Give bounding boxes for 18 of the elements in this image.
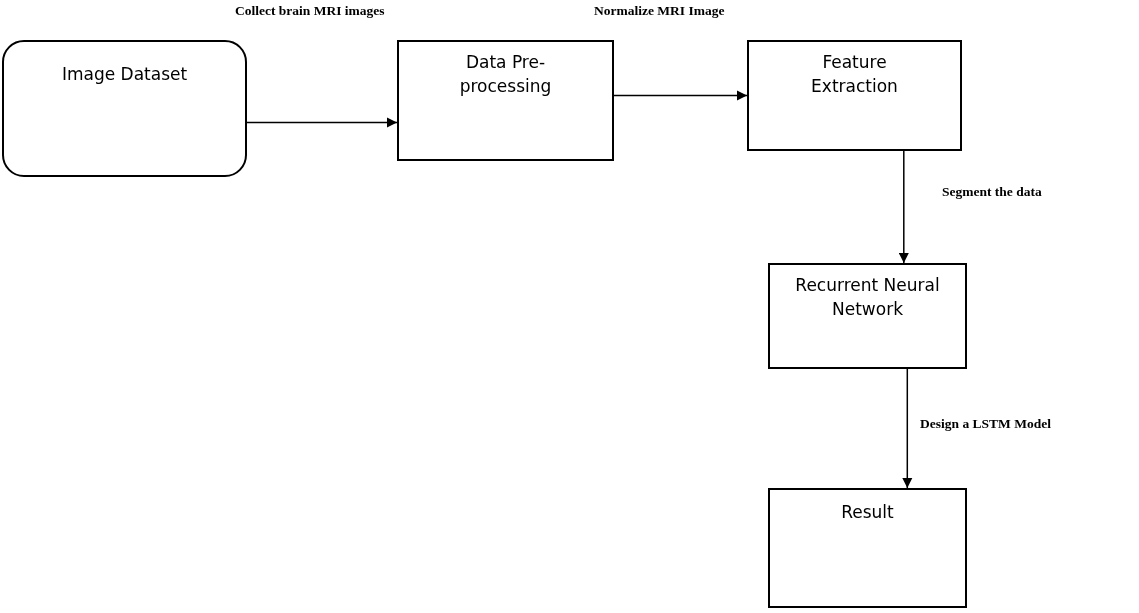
arrow — [246, 117, 398, 128]
box-label: Image Dataset — [60, 63, 189, 86]
step-note: Normalize MRI Image — [594, 3, 725, 19]
arrow — [613, 90, 748, 101]
process-box — [397, 40, 614, 161]
arrow — [902, 368, 913, 489]
edge-label: Segment the data — [942, 184, 1042, 200]
step-note: Collect brain MRI images — [235, 3, 385, 19]
rounded-box — [2, 40, 247, 177]
process-box — [768, 263, 967, 369]
box-label: Data Pre-processing — [458, 51, 553, 98]
process-box — [768, 488, 967, 608]
box-label: Result — [840, 501, 895, 524]
edge-label: Design a LSTM Model — [920, 416, 1051, 432]
process-box — [747, 40, 962, 151]
arrow — [898, 150, 910, 264]
box-label: Recurrent Neural Network — [794, 274, 941, 321]
box-label: Feature Extraction — [810, 51, 899, 98]
